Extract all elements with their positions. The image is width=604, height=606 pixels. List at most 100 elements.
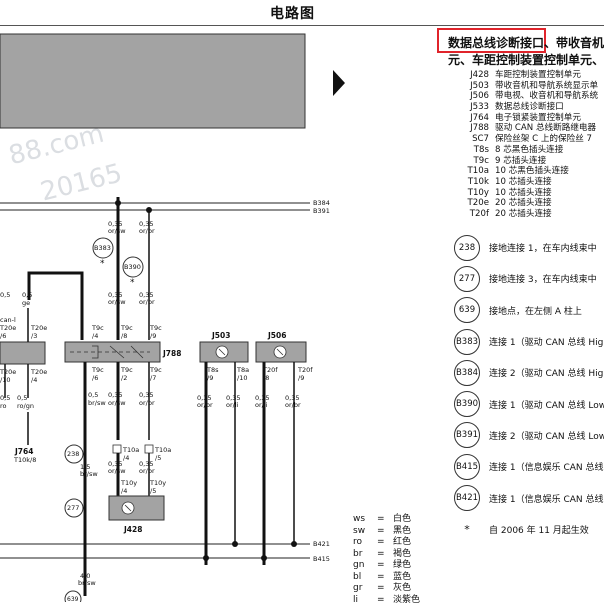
connection-desc: 接地连接 1，在车内线束中 bbox=[489, 241, 597, 254]
diagram-label: /5 bbox=[155, 454, 161, 462]
diagram-label: or/br bbox=[139, 227, 155, 235]
component-code: T10y bbox=[453, 188, 489, 199]
diagram-label: T20e bbox=[0, 368, 16, 376]
diagram-label: J506 bbox=[267, 331, 286, 340]
bus-label-b391: B391 bbox=[313, 207, 330, 215]
diagram-label: T10a bbox=[154, 446, 171, 454]
component-code: J503 bbox=[453, 81, 489, 92]
diagram-label: 0,35 bbox=[139, 391, 153, 399]
diagram-label: /9 bbox=[150, 332, 156, 340]
diagram-label: or/sw bbox=[108, 399, 126, 407]
diagram-label: or/br bbox=[197, 401, 213, 409]
wire-color-equals: = bbox=[377, 526, 393, 538]
diagram-label: T9c bbox=[149, 366, 162, 374]
component-block-left bbox=[0, 342, 45, 364]
component-desc: 20 芯插头连接 bbox=[495, 198, 552, 208]
wire-color-equals: = bbox=[377, 537, 393, 549]
wire-color-item: sw=黑色 bbox=[353, 526, 420, 538]
connection-id-badge: B391 bbox=[454, 422, 480, 448]
diagram-label: br/sw bbox=[88, 399, 106, 407]
connection-id-badge: 238 bbox=[454, 235, 480, 261]
wire-color-code: gr bbox=[353, 583, 377, 595]
diagram-label: 0,5 bbox=[88, 391, 98, 399]
wire-color-equals: = bbox=[377, 514, 393, 526]
wire-color-code: li bbox=[353, 595, 377, 606]
diagram-label: T9c bbox=[120, 324, 133, 332]
wire-color-item: br=褐色 bbox=[353, 549, 420, 561]
diagram-label: or/br bbox=[139, 399, 155, 407]
wire-color-name: 绿色 bbox=[393, 560, 411, 570]
diagram-label: T10k/8 bbox=[13, 456, 36, 464]
component-code: J428 bbox=[453, 70, 489, 81]
wire-color-name: 白色 bbox=[393, 514, 411, 524]
diagram-label: /5 bbox=[150, 487, 156, 495]
diagram-label: T20e bbox=[30, 368, 47, 376]
component-desc: 保险丝架 C 上的保险丝 7 bbox=[495, 134, 592, 144]
wire-color-code: sw bbox=[353, 526, 377, 538]
diagram-label: * bbox=[100, 259, 105, 269]
connection-item: 238 接地连接 1，在车内线束中 bbox=[454, 232, 604, 263]
diagram-label: or/br bbox=[285, 401, 301, 409]
connection-id-badge: B390 bbox=[454, 391, 480, 417]
diagram-label: 0,35 bbox=[108, 391, 122, 399]
wire-color-equals: = bbox=[377, 595, 393, 606]
diagram-label: J788 bbox=[162, 349, 181, 358]
diagram-label: T20e bbox=[0, 324, 16, 332]
diagram-label: /8 bbox=[121, 332, 127, 340]
diagram-label: ro bbox=[0, 402, 7, 410]
component-desc: 车距控制装置控制单元 bbox=[495, 70, 581, 80]
wire-color-name: 褐色 bbox=[393, 549, 411, 559]
connection-item: B390 连接 1（驱动 CAN 总线 Low） bbox=[454, 388, 604, 419]
section-heading-line1: 数据总线诊断接口、带收音机和 bbox=[448, 34, 604, 51]
component-desc: 20 芯插头连接 bbox=[495, 209, 552, 219]
diagram-label: T9c bbox=[149, 324, 162, 332]
bus-label-b421: B421 bbox=[313, 540, 330, 548]
component-desc: 驱动 CAN 总线断路继电器 bbox=[495, 123, 596, 133]
wire-color-item: bl=蓝色 bbox=[353, 572, 420, 584]
diagram-label: or/br bbox=[139, 467, 155, 475]
component-desc: 10 芯插头连接 bbox=[495, 177, 552, 187]
component-item: J428 车距控制装置控制单元 bbox=[453, 70, 598, 81]
diagram-label: T10y bbox=[149, 479, 166, 487]
wire-color-name: 淡紫色 bbox=[393, 595, 420, 605]
wire-color-name: 红色 bbox=[393, 537, 411, 547]
footnote-item: *自 2006 年 11 月起生效 bbox=[454, 514, 604, 545]
wire-color-item: gn=绿色 bbox=[353, 560, 420, 572]
wire-color-equals: = bbox=[377, 560, 393, 572]
wire-color-name: 灰色 bbox=[393, 583, 411, 593]
wire-color-code: br bbox=[353, 549, 377, 561]
diagram-label: /4 bbox=[123, 454, 129, 462]
diagram-label: or/sw bbox=[108, 298, 126, 306]
diagram-label: or/li bbox=[226, 401, 239, 409]
wiring-diagram: B384 B391 B421 B415 B383 * B390 * 0,35 o… bbox=[0, 0, 330, 602]
diagram-label: B390 bbox=[124, 263, 141, 271]
connection-desc: 连接 1（驱动 CAN 总线 Low） bbox=[489, 398, 604, 411]
component-code: T20f bbox=[453, 209, 489, 220]
wire-color-item: ro=红色 bbox=[353, 537, 420, 549]
diagram-label: /9 bbox=[298, 374, 304, 382]
component-desc: 电子锁紧装置控制单元 bbox=[495, 113, 581, 123]
diagram-label: /10 bbox=[237, 374, 247, 382]
heading-highlighted-text: 数据总线诊断接口、 bbox=[448, 36, 556, 50]
diagram-label: or/sw bbox=[108, 227, 126, 235]
wire-color-code: ro bbox=[353, 537, 377, 549]
diagram-label: /9 bbox=[207, 374, 213, 382]
diagram-label: J428 bbox=[123, 525, 142, 534]
footnote-mark: * bbox=[454, 523, 480, 536]
component-block-top bbox=[0, 34, 305, 128]
diagram-label: 238 bbox=[67, 450, 79, 458]
diagram-label: br/sw bbox=[78, 579, 96, 587]
